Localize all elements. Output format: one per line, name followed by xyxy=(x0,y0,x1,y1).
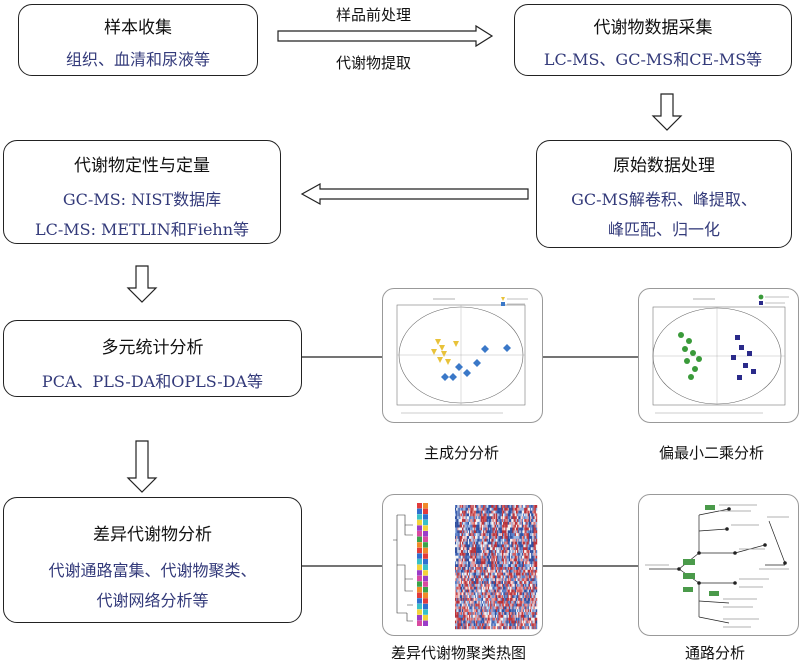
extraction-label: 代谢物提取 xyxy=(336,54,412,72)
down-arrow-icon xyxy=(126,265,158,303)
box-line: 代谢通路富集、代谢物聚类、 xyxy=(48,561,257,580)
multivariate-box: 多元统计分析 PCA、PLS-DA和OPLS-DA等 xyxy=(3,320,302,397)
box-line: GC-MS: NIST数据库 xyxy=(62,190,222,209)
pathway-thumbnail xyxy=(638,494,799,636)
pretreatment-label: 样品前处理 xyxy=(336,6,412,24)
data-acquisition-box: 代谢物数据采集 LC-MS、GC-MS和CE-MS等 xyxy=(514,4,792,76)
box-title: 多元统计分析 xyxy=(101,338,204,358)
identification-box: 代谢物定性与定量 GC-MS: NIST数据库 LC-MS: METLIN和Fi… xyxy=(3,140,281,244)
sample-collection-box: 样本收集 组织、血清和尿液等 xyxy=(18,4,258,76)
pls-da-scatter xyxy=(652,294,789,414)
differential-box: 差异代谢物分析 代谢通路富集、代谢物聚类、 代谢网络分析等 xyxy=(3,497,302,623)
box-title: 原始数据处理 xyxy=(613,156,715,176)
heatmap-thumbnail xyxy=(382,494,543,636)
down-arrow-icon xyxy=(651,93,683,131)
pathway-graphic xyxy=(645,504,789,628)
box-line: GC-MS解卷积、峰提取、 xyxy=(571,190,757,209)
heatmap-caption: 差异代谢物聚类热图 xyxy=(391,644,527,662)
pca-caption: 主成分分析 xyxy=(424,444,500,462)
box-subtitle: LC-MS、GC-MS和CE-MS等 xyxy=(543,50,763,69)
pls-caption: 偏最小二乘分析 xyxy=(659,444,765,462)
left-arrow-icon xyxy=(300,182,529,206)
pca-plot-thumbnail xyxy=(382,288,543,423)
box-title: 代谢物定性与定量 xyxy=(74,156,210,176)
dendrogram-icon xyxy=(393,514,413,622)
box-line: LC-MS: METLIN和Fiehn等 xyxy=(34,220,250,239)
pathway-caption: 通路分析 xyxy=(685,644,746,662)
box-line: 峰匹配、归一化 xyxy=(607,220,720,239)
box-title: 样本收集 xyxy=(104,18,172,38)
box-title: 代谢物数据采集 xyxy=(593,18,713,38)
down-arrow-icon xyxy=(126,440,158,493)
box-line: 代谢网络分析等 xyxy=(96,591,209,610)
pca-scatter xyxy=(396,297,528,414)
box-subtitle: PCA、PLS-DA和OPLS-DA等 xyxy=(41,372,264,391)
pls-da-plot-thumbnail xyxy=(638,288,799,423)
heatmap-graphic xyxy=(393,503,538,630)
right-arrow-icon xyxy=(277,24,494,48)
box-subtitle: 组织、血清和尿液等 xyxy=(65,50,210,69)
raw-processing-box: 原始数据处理 GC-MS解卷积、峰提取、 峰匹配、归一化 xyxy=(536,140,792,248)
box-title: 差异代谢物分析 xyxy=(93,525,212,545)
